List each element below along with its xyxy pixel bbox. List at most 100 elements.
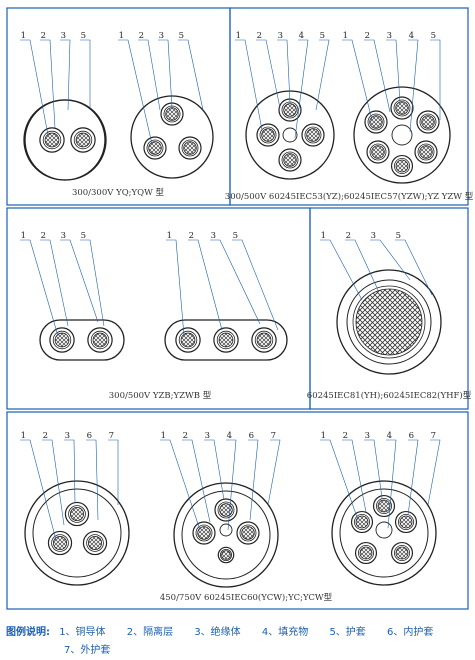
callout-number-4: 4 bbox=[409, 31, 414, 41]
legend-item-2: 2、隔离层 bbox=[126, 627, 174, 638]
callout-number-5: 5 bbox=[179, 31, 184, 41]
leader-line bbox=[315, 39, 330, 111]
copper-conductor bbox=[197, 526, 211, 540]
copper-conductor bbox=[377, 499, 391, 513]
callout-number-1: 1 bbox=[321, 231, 326, 241]
callout-number-3: 3 bbox=[387, 31, 392, 41]
inner-sheath bbox=[32, 488, 122, 578]
copper-conductor bbox=[395, 159, 409, 173]
leader-line bbox=[64, 439, 76, 504]
leader-line bbox=[204, 439, 225, 501]
leader-line bbox=[86, 439, 99, 521]
callout-number-5: 5 bbox=[81, 231, 86, 241]
callout-number-5: 5 bbox=[320, 31, 325, 41]
leader-line bbox=[342, 39, 373, 121]
callout-number-5: 5 bbox=[81, 31, 86, 41]
copper-conductor bbox=[283, 103, 297, 117]
copper-conductor bbox=[419, 145, 433, 159]
copper-conductor bbox=[92, 332, 108, 348]
copper-conductor bbox=[69, 506, 85, 522]
leader-line bbox=[226, 439, 237, 531]
caption-yq: 300/300V YQ;YQW 型 bbox=[72, 188, 165, 198]
leader-line bbox=[232, 239, 279, 331]
callout-number-4: 4 bbox=[387, 431, 392, 441]
callout-number-2: 2 bbox=[41, 231, 46, 241]
leader-line bbox=[408, 39, 419, 133]
sheath-outline bbox=[24, 99, 106, 181]
callout-number-5: 5 bbox=[233, 231, 238, 241]
frame-yzb bbox=[6, 207, 311, 410]
leader-line bbox=[345, 239, 379, 291]
callout-number-2: 2 bbox=[43, 431, 48, 441]
leader-line bbox=[395, 239, 433, 296]
leader-line bbox=[158, 39, 173, 109]
legend-item-1: 1、铜导体 bbox=[59, 627, 106, 638]
copper-conductor bbox=[180, 332, 196, 348]
callout-number-1: 1 bbox=[119, 31, 124, 41]
copper-conductor bbox=[283, 153, 297, 167]
callout-number-2: 2 bbox=[365, 31, 370, 41]
filler bbox=[391, 124, 413, 146]
legend: 图例说明: 1、铜导体 2、隔离层 3、绝缘体 4、填充物 5、护套 6、内护套… bbox=[6, 624, 471, 660]
copper-conductor bbox=[75, 132, 91, 148]
leader-line bbox=[108, 439, 119, 505]
callout-number-1: 1 bbox=[343, 31, 348, 41]
leader-line bbox=[20, 439, 57, 541]
callout-number-6: 6 bbox=[87, 431, 92, 441]
leader-line bbox=[248, 439, 259, 521]
leader-line bbox=[407, 439, 419, 516]
panel-frames bbox=[6, 7, 469, 610]
copper-conductor bbox=[261, 128, 275, 142]
leader-line bbox=[182, 439, 211, 523]
leader-line bbox=[267, 439, 281, 506]
cable-sections bbox=[23, 86, 451, 588]
leader-line bbox=[427, 439, 441, 506]
frame-yc bbox=[6, 411, 469, 610]
callout-number-6: 6 bbox=[249, 431, 254, 441]
leader-line bbox=[188, 239, 223, 331]
legend-item-4: 4、填充物 bbox=[261, 627, 309, 638]
caption-yh: 60245IEC81(YH);60245IEC82(YHF)型 bbox=[307, 390, 472, 401]
leader-line bbox=[294, 39, 309, 139]
callout-number-2: 2 bbox=[183, 431, 188, 441]
copper-conductor bbox=[148, 141, 162, 155]
leader-line bbox=[386, 39, 401, 104]
callout-number-2: 2 bbox=[343, 431, 348, 441]
leader-line bbox=[138, 39, 161, 111]
copper-conductor bbox=[395, 546, 409, 560]
frame-yz bbox=[229, 7, 469, 206]
callout-number-3: 3 bbox=[159, 31, 164, 41]
leader-line bbox=[160, 439, 201, 531]
frame-yh bbox=[309, 207, 469, 410]
callout-number-1: 1 bbox=[21, 231, 26, 241]
copper-conductor bbox=[399, 515, 413, 529]
copper-conductor bbox=[241, 526, 255, 540]
copper-conductor bbox=[421, 115, 435, 129]
copper-conductor bbox=[306, 128, 320, 142]
callout-number-6: 6 bbox=[409, 431, 414, 441]
leader-line bbox=[370, 239, 411, 281]
caption-yc: 450/750V 60245IEC60(YCW);YC;YCW型 bbox=[160, 592, 333, 603]
callout-number-7: 7 bbox=[271, 431, 276, 441]
caption-yzb: 300/500V YZB;YZWB 型 bbox=[109, 391, 212, 401]
leader-line bbox=[166, 239, 185, 337]
callout-number-4: 4 bbox=[227, 431, 232, 441]
callout-number-7: 7 bbox=[109, 431, 114, 441]
copper-conductor bbox=[183, 141, 197, 155]
copper-conductor bbox=[54, 332, 70, 348]
copper-conductor bbox=[355, 288, 423, 356]
leader-lines bbox=[20, 39, 441, 541]
callout-number-2: 2 bbox=[257, 31, 262, 41]
callout-number-3: 3 bbox=[61, 31, 66, 41]
copper-conductor bbox=[371, 145, 385, 159]
caption-yz: 300/500V 60245IEC53(YZ);60245IEC57(YZW);… bbox=[225, 191, 474, 202]
leader-line bbox=[178, 39, 204, 111]
callout-number-1: 1 bbox=[236, 31, 241, 41]
leader-line bbox=[42, 439, 65, 526]
copper-conductor bbox=[355, 515, 369, 529]
leader-line bbox=[256, 39, 281, 109]
leader-line bbox=[40, 239, 69, 327]
leader-line bbox=[342, 439, 367, 513]
callout-number-3: 3 bbox=[61, 231, 66, 241]
